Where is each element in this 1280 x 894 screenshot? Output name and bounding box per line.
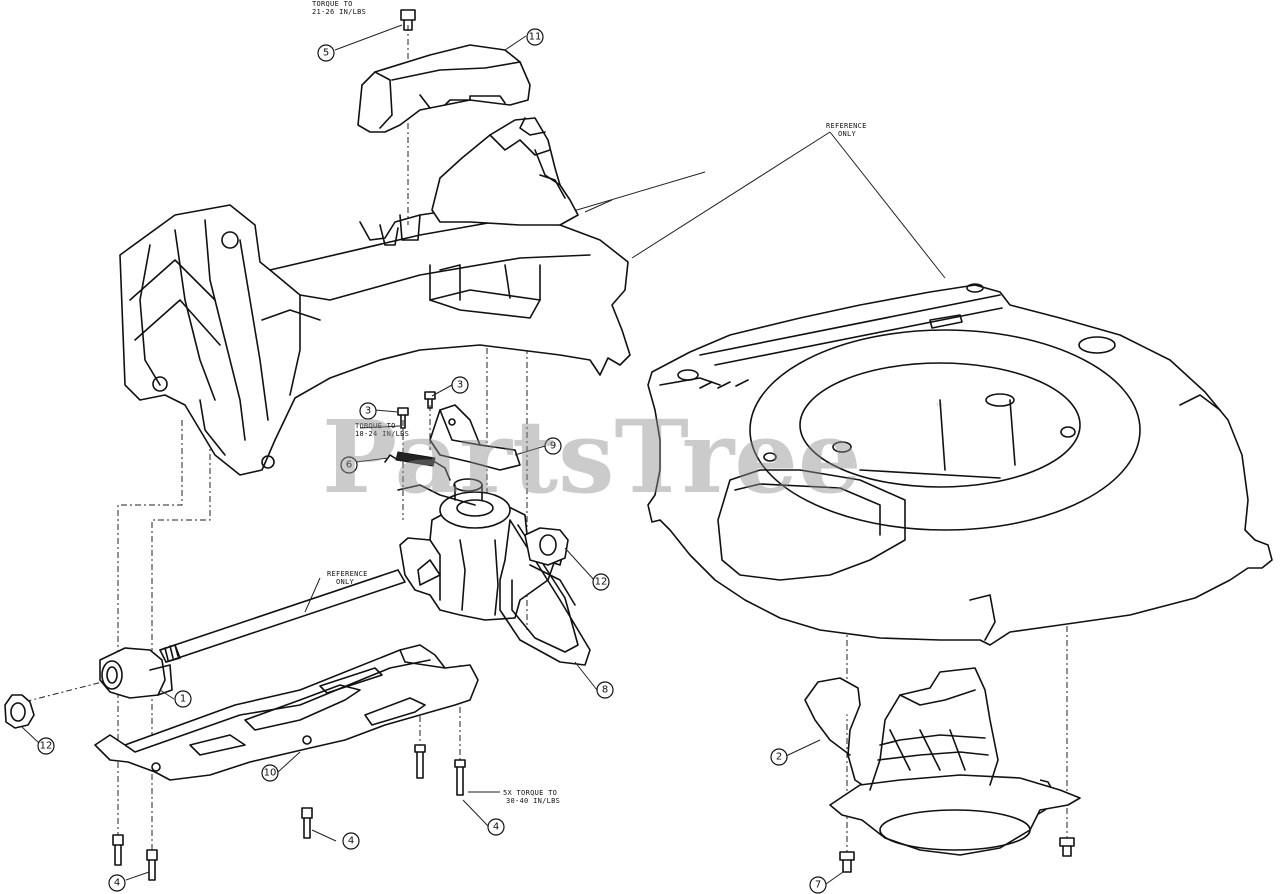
- torque-note-bottom-line2: 30-40 IN/LBS: [506, 797, 560, 805]
- callout-12-right: 12: [592, 573, 610, 591]
- bolts-4: [112, 744, 466, 881]
- callout-3-left: 3: [359, 402, 377, 420]
- callout-4-right: 4: [487, 818, 505, 836]
- reference-note-axle-line1: REFERENCE: [327, 570, 368, 578]
- axle: [159, 569, 406, 663]
- callout-11: 11: [526, 28, 544, 46]
- callout-12-left: 12: [37, 737, 55, 755]
- callout-1: 1: [174, 690, 192, 708]
- torque-note-top-line2: 21-26 IN/LBS: [312, 8, 366, 16]
- svg-text:11: 11: [529, 32, 542, 43]
- handle-bracket: [379, 117, 579, 246]
- svg-text:1: 1: [180, 694, 186, 705]
- svg-text:4: 4: [348, 836, 354, 847]
- svg-text:7: 7: [815, 880, 821, 891]
- annotations: TORQUE TO 21-26 IN/LBS TORQUE TO 18-24 I…: [312, 0, 867, 805]
- bearing-block: [524, 527, 569, 566]
- torque-note-bottom-line1: 5X TORQUE TO: [503, 789, 557, 797]
- callout-4-mid: 4: [342, 832, 360, 850]
- callouts: 5 11 3 3 6 9 12 8 1 12 10 4 4 4 2 7: [37, 28, 827, 894]
- callout-8: 8: [596, 681, 614, 699]
- bolt-5: [400, 9, 416, 31]
- svg-text:5: 5: [323, 48, 329, 59]
- reference-note-deck-line1: REFERENCE: [826, 122, 867, 130]
- rear-housing: [119, 204, 631, 476]
- reference-note-axle-line2: ONLY: [336, 578, 355, 586]
- drive-belt: [499, 519, 591, 666]
- svg-text:8: 8: [602, 685, 608, 696]
- watermark-trademark: ™: [935, 403, 944, 413]
- mower-deck: [647, 283, 1273, 646]
- svg-text:12: 12: [40, 741, 53, 752]
- screws-3: [397, 391, 436, 429]
- pinion-gear: [4, 694, 35, 729]
- control-cables: [559, 171, 706, 216]
- top-cover: [357, 44, 531, 133]
- svg-text:4: 4: [493, 822, 499, 833]
- callout-2: 2: [770, 748, 788, 766]
- blade-baffle: [804, 667, 1081, 856]
- watermark: PartsTree ™: [322, 398, 944, 516]
- torque-note-mid-line2: 18-24 IN/LBS: [355, 430, 409, 438]
- svg-text:3: 3: [365, 406, 371, 417]
- svg-text:6: 6: [346, 460, 352, 471]
- mounting-plate: [94, 644, 479, 781]
- svg-text:3: 3: [457, 380, 463, 391]
- reference-note-deck-line2: ONLY: [838, 130, 857, 138]
- torque-note-mid-line1: TORQUE TO: [355, 422, 396, 430]
- pulley-bracket: [429, 404, 521, 471]
- transmission: [397, 478, 566, 621]
- svg-text:12: 12: [595, 577, 608, 588]
- screws-7: [839, 837, 1075, 873]
- leader-lines: [21, 24, 946, 885]
- callout-10: 10: [261, 764, 279, 782]
- callout-4-left: 4: [108, 874, 126, 892]
- svg-text:4: 4: [114, 878, 120, 889]
- torque-note-top-line1: TORQUE TO: [312, 0, 353, 8]
- callout-9: 9: [544, 437, 562, 455]
- callout-3-right: 3: [451, 376, 469, 394]
- callout-7: 7: [809, 876, 827, 894]
- wheel-adapter: [99, 647, 173, 699]
- svg-text:2: 2: [776, 752, 782, 763]
- callout-5: 5: [317, 44, 335, 62]
- svg-text:10: 10: [264, 768, 277, 779]
- callout-6: 6: [340, 456, 358, 474]
- torsion-spring: [384, 451, 451, 481]
- watermark-text: PartsTree: [322, 398, 862, 516]
- svg-text:9: 9: [550, 441, 556, 452]
